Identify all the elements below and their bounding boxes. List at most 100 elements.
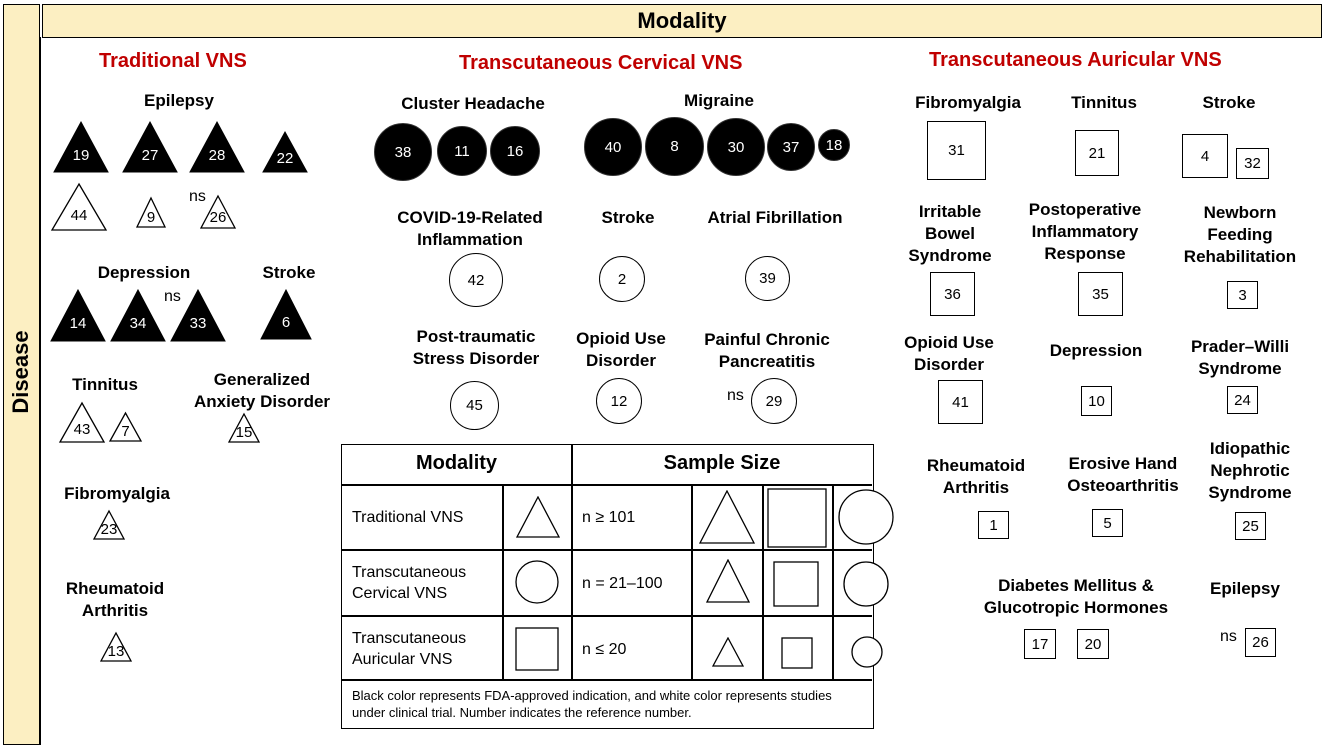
column-title-cervical-vns: Transcutaneous Cervical VNS [459,52,743,74]
ref-number: 27 [141,146,159,164]
circle-marker: 29 [751,378,797,424]
label-tv-tinnitus: Tinnitus [72,375,138,394]
label-tv-stroke: Stroke [262,263,316,282]
circle-marker: 16 [490,126,540,176]
square-marker: 32 [1236,148,1269,179]
label-ta-tinnitus: Tinnitus [1071,93,1137,112]
square-marker: 25 [1235,512,1266,540]
modality-header: Modality [42,4,1322,38]
triangle-marker: 23 [92,509,126,540]
label-tc-opioid-use-disorder: Opioid Use Disorder [576,329,666,370]
legend-square-small-icon [781,637,813,669]
legend-sample-small: n ≤ 20 [582,641,627,658]
ref-number: 9 [146,208,156,226]
label-ta-nephrotic-syndrome: Idiopathic Nephrotic Syndrome [1208,439,1292,502]
disease-axis-bar [3,4,40,745]
ref-number: 22 [276,150,294,168]
square-marker: 36 [930,272,975,316]
circle-marker: 12 [596,378,642,424]
ns-label: ns [189,188,206,205]
legend-divider [342,549,872,551]
legend-divider [342,679,872,681]
triangle-marker: 15 [227,412,261,443]
label-tc-cluster-headache: Cluster Headache [401,94,545,113]
column-title-traditional-vns: Traditional VNS [99,50,247,72]
legend-sample-medium: n = 21–100 [582,575,663,592]
label-ta-fibromyalgia: Fibromyalgia [915,93,1021,112]
square-marker: 41 [938,380,983,424]
label-tc-migraine: Migraine [684,91,754,110]
label-tc-stroke: Stroke [601,208,655,227]
label-tc-pancreatitis: Painful Chronic Pancreatitis [704,330,830,371]
square-marker: 31 [927,121,986,180]
triangle-marker: 14 [50,288,106,342]
square-marker: 5 [1092,509,1123,537]
legend-triangle-medium-icon [706,559,750,603]
ref-number: 44 [70,206,88,224]
label-ta-newborn-feeding: Newborn Feeding Rehabilitation [1183,203,1297,266]
ref-number: 13 [107,643,125,661]
square-marker: 1 [978,511,1009,539]
label-tv-fibromyalgia: Fibromyalgia [64,484,170,503]
triangle-marker: 44 [50,182,108,231]
square-marker: 24 [1227,386,1258,414]
ref-number: 15 [235,424,253,442]
ref-number: 7 [121,423,130,441]
circle-marker: 18 [818,129,850,161]
circle-marker: 38 [374,123,432,181]
legend-circle-icon [515,560,559,604]
square-marker: 26 [1245,628,1276,657]
legend-modality-auricular: Transcutaneous Auricular VNS [352,630,467,668]
ref-number: 43 [73,420,91,438]
legend-divider [762,484,764,680]
ref-number: 26 [209,208,227,226]
ref-number: 14 [69,315,87,333]
circle-marker: 39 [745,256,790,301]
triangle-marker: 26 [199,194,237,229]
triangle-marker: 28 [189,120,245,173]
triangle-marker: 34 [110,288,166,342]
circle-marker: 2 [599,256,645,302]
square-marker: 20 [1077,629,1109,659]
square-marker: 35 [1078,272,1123,316]
label-tv-depression: Depression [97,263,191,282]
legend-square-large-icon [767,488,827,548]
circle-marker: 8 [645,117,704,176]
label-ta-prader-willi: Prader–Willi Syndrome [1190,337,1290,378]
ns-label: ns [1220,628,1237,645]
legend-divider [342,615,872,617]
ns-label: ns [164,288,181,305]
ref-number: 28 [208,146,226,164]
legend-square-medium-icon [773,561,819,607]
square-marker: 17 [1024,629,1056,659]
legend-triangle-small-icon [712,637,744,667]
triangle-marker: 19 [53,120,109,173]
legend-circle-medium-icon [843,561,889,607]
circle-marker: 40 [584,118,642,176]
label-tc-atrial-fibrillation: Atrial Fibrillation [707,208,843,227]
legend-modality-cervical: Transcutaneous Cervical VNS [352,564,467,602]
legend-table: Modality Sample Size Traditional VNS Tra… [341,444,894,729]
label-tv-gad: Generalized Anxiety Disorder [193,370,331,411]
square-marker: 10 [1081,386,1112,416]
disease-axis-label: Disease [8,330,33,414]
legend-circle-small-icon [851,636,883,668]
label-ta-diabetes: Diabetes Mellitus & Glucotropic Hormones [983,576,1169,617]
triangle-marker: 9 [135,196,167,228]
square-marker: 4 [1182,134,1228,178]
label-tc-ptsd: Post-traumatic Stress Disorder [412,327,540,368]
triangle-marker: 6 [260,288,312,340]
legend-modality-header: Modality [415,452,498,474]
ref-number: 19 [72,146,90,164]
panel-left-border [40,37,41,745]
legend-note: Black color represents FDA-approved indi… [352,688,832,720]
triangle-marker: 43 [58,401,106,443]
legend-square-icon [515,627,559,671]
legend-divider [342,484,872,486]
label-ta-erosive-hand-oa: Erosive Hand Osteoarthritis [1067,454,1179,495]
triangle-marker: 7 [108,411,143,442]
label-ta-stroke: Stroke [1202,93,1256,112]
label-ta-postoperative: Postoperative Inflammatory Response [1028,200,1142,263]
circle-marker: 30 [707,118,765,176]
column-title-auricular-vns: Transcutaneous Auricular VNS [929,49,1222,71]
